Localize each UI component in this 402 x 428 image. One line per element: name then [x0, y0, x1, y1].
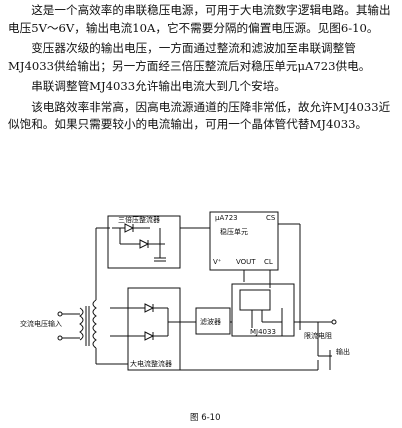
- paragraph-1: 这是一个高效率的串联稳压电源，可用于大电流数字逻辑电路。其输出电压5V～6V，输…: [8, 3, 391, 35]
- transformer-secondary: [92, 299, 97, 349]
- transistor-box: [231, 283, 295, 337]
- cs-label: CS: [266, 214, 276, 222]
- filter-box: [195, 307, 231, 335]
- paragraph-4: 该电路效率非常高，因高电流源通道的压降非常低，故允许MJ4033近似饱和。如果只…: [8, 99, 391, 132]
- input-terminal-bottom: [57, 335, 63, 341]
- vplus-label: V⁺: [213, 258, 222, 266]
- tripler-label: 三倍压整流器: [118, 215, 160, 224]
- transformer-primary: [79, 307, 84, 341]
- tripler-box: [107, 215, 181, 269]
- rectifier-box: [127, 287, 181, 371]
- output-label: 输出: [336, 347, 350, 356]
- output-terminal: [331, 319, 337, 325]
- regulator-chip-label: μA723: [215, 214, 238, 222]
- article-text: 这是一个高效率的串联稳压电源，可用于大电流数字逻辑电路。其输出电压5V～6V，输…: [8, 2, 396, 137]
- vout-label: VOUT: [236, 258, 256, 266]
- rectifier-label: 大电流整流器: [130, 359, 172, 368]
- input-label: 交流电压输入: [20, 319, 62, 328]
- current-limit-label: 限流电阻: [304, 331, 332, 340]
- figure-caption: 图 6-10: [190, 413, 221, 423]
- cl-label: CL: [264, 258, 273, 266]
- paragraph-2: 变压器次级的输出电压，一方面通过整流和滤波加至串联调整管MJ4033供给输出；另…: [8, 41, 371, 73]
- regulator-unit-label: 稳压单元: [220, 227, 248, 236]
- input-terminal-top: [57, 311, 63, 317]
- filter-label: 滤波器: [200, 317, 221, 326]
- transistor-label: MJ4033: [250, 328, 276, 336]
- circuit-diagram: 交流电压输入 三倍压整流器 μA723 稳压单元 V⁺ VOUT CL CS 大…: [20, 211, 350, 423]
- paragraph-3: 串联调整管MJ4033允许输出电流大到几个安培。: [31, 79, 286, 93]
